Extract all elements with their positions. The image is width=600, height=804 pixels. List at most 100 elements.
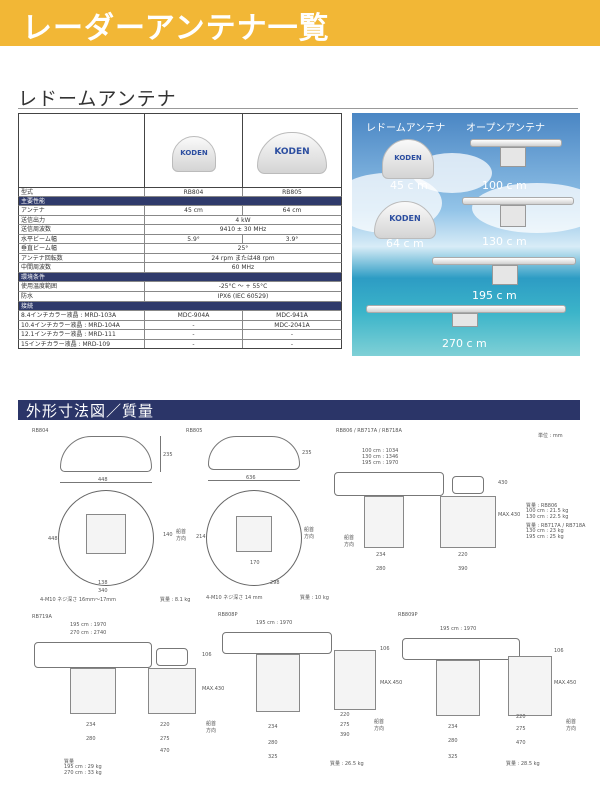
rb804-weight: 質量 : 8.1 kg xyxy=(160,597,191,603)
spec-value-rb805: 3.9° xyxy=(285,235,299,243)
spec-section-header: 環境条件 xyxy=(18,272,342,283)
rb808p-dim-275: 275 xyxy=(340,722,350,728)
rb809p-pedestal-front xyxy=(436,660,480,716)
spec-value-rb804: RB804 xyxy=(145,188,243,196)
drawing-rb804-title: RB804 xyxy=(32,428,49,434)
rb804-dim-340: 340 xyxy=(98,588,108,594)
rb719a-dim-max: MAX.430 xyxy=(202,686,225,692)
rb809p-length: 195 cm : 1970 xyxy=(440,626,477,632)
open-antenna-130cm xyxy=(462,197,574,205)
rb719a-len-270: 270 cm : 2740 xyxy=(70,630,107,636)
label-64cm: 64 c m xyxy=(386,237,424,250)
dim-line xyxy=(160,436,161,472)
spec-label: 環境条件 xyxy=(21,273,46,281)
rb804-dim-138: 138 xyxy=(98,580,108,586)
title-banner: レーダーアンテナ一覧 xyxy=(0,0,600,46)
rb805-top-view xyxy=(206,490,302,586)
open-antenna-270cm xyxy=(366,305,566,313)
cloud xyxy=(472,183,580,233)
radome-45cm: KODEN xyxy=(382,139,434,179)
pedestal xyxy=(500,147,526,167)
page-title: レーダーアンテナ一覧 xyxy=(22,11,330,46)
rb804-bow-direction: 船首方向 xyxy=(176,529,187,542)
product-rb804-image: KODEN xyxy=(145,114,243,187)
spec-value-rb805: - xyxy=(290,340,294,348)
rb808p-dim-325: 325 xyxy=(268,754,278,760)
spec-value-rb804: 5.9° xyxy=(145,234,243,244)
spec-label: 使用温度範囲 xyxy=(19,282,145,292)
rb806-weight-5: 195 cm : 25 kg xyxy=(526,534,564,540)
spec-label: 送信周波数 xyxy=(19,225,145,234)
rb808p-pedestal-side xyxy=(334,650,376,710)
spec-value-rb805: MDC-2041A xyxy=(274,321,310,329)
rb809p-dim-325: 325 xyxy=(448,754,458,760)
spec-row: 15インチカラー液晶 : MRD-109-- xyxy=(18,339,342,350)
spec-label: 接続 xyxy=(21,302,34,310)
spec-label: 10.4インチカラー液晶 : MRD-104A xyxy=(19,320,145,330)
pedestal xyxy=(500,205,526,227)
open-antenna-195cm xyxy=(432,257,576,265)
rb805-bow-direction: 船首方向 xyxy=(304,527,315,540)
spec-value-rb804: - xyxy=(145,330,243,339)
spec-label: 主要性能 xyxy=(21,197,46,205)
rb806-weight-2: 130 cm : 22.5 kg xyxy=(526,514,569,520)
rb719a-dim-234: 234 xyxy=(86,722,96,728)
rb719a-weight-2: 270 cm : 33 kg xyxy=(64,770,102,776)
rb806-len-100: 100 cm : 1034 xyxy=(362,448,399,454)
rb719a-weight-0: 質量 xyxy=(64,759,75,765)
drawing-rb809p-title: RB809P xyxy=(398,612,418,618)
rb719a-array-side xyxy=(34,642,152,668)
rb806-dim-430: 430 xyxy=(498,480,508,486)
rb719a-dim-220: 220 xyxy=(160,722,170,728)
label-100cm: 100 c m xyxy=(482,179,527,192)
product-image-row: KODEN KODEN xyxy=(18,113,342,187)
rb719a-dim-470: 470 xyxy=(160,748,170,754)
spec-label: 垂直ビーム幅 xyxy=(19,244,145,253)
empty-header-cell xyxy=(19,114,145,187)
radome-rb804-image: KODEN xyxy=(172,136,216,172)
spec-value: 4 kW xyxy=(235,216,251,224)
spec-label: アンテナ回転数 xyxy=(19,253,145,263)
rb809p-pedestal-side xyxy=(508,656,552,716)
rb809p-dim-220: 220 xyxy=(516,714,526,720)
label-270cm: 270 c m xyxy=(442,337,487,350)
rb808p-dim-234: 234 xyxy=(268,724,278,730)
spec-value-rb804: 45 cm xyxy=(145,206,243,215)
rb806-dim-390: 390 xyxy=(458,566,468,572)
rb806-array-side xyxy=(334,472,444,496)
spec-row: 10.4インチカラー液晶 : MRD-104A-MDC-2041A xyxy=(18,320,342,331)
spec-value-rb805: 64 cm xyxy=(282,207,302,215)
spec-label: 水平ビーム幅 xyxy=(19,234,145,244)
spec-value: IPX6 (IEC 60529) xyxy=(217,293,269,301)
section-title-dimensions: 外形寸法図／質量 xyxy=(18,400,580,420)
spec-value-rb804: MDC-904A xyxy=(145,311,243,320)
rb809p-weight: 質量 : 28.5 kg xyxy=(506,761,540,767)
spec-label: 12.1インチカラー液晶 : MRD-111 xyxy=(19,330,145,339)
label-45cm: 45 c m xyxy=(390,179,428,192)
koden-logo: KODEN xyxy=(180,149,208,157)
drawing-rb805-title: RB805 xyxy=(186,428,203,434)
section-divider xyxy=(18,108,578,109)
rb809p-dim-max: MAX.450 xyxy=(554,680,577,686)
koden-logo: KODEN xyxy=(274,147,310,157)
rb808p-dim-106: 106 xyxy=(380,646,390,652)
open-antenna-100cm xyxy=(470,139,562,147)
rb719a-array-end xyxy=(156,648,188,666)
section2-title-text: 外形寸法図／質量 xyxy=(26,402,155,420)
rb808p-array-side xyxy=(222,632,332,654)
spec-label: アンテナ xyxy=(19,206,145,215)
spec-row: 12.1インチカラー液晶 : MRD-111-- xyxy=(18,330,342,340)
rb805-screw-note: 4-M10 ネジ深さ 14 mm xyxy=(206,595,263,601)
rb805-dim-170: 170 xyxy=(250,560,260,566)
product-rb805-image: KODEN xyxy=(243,114,341,187)
